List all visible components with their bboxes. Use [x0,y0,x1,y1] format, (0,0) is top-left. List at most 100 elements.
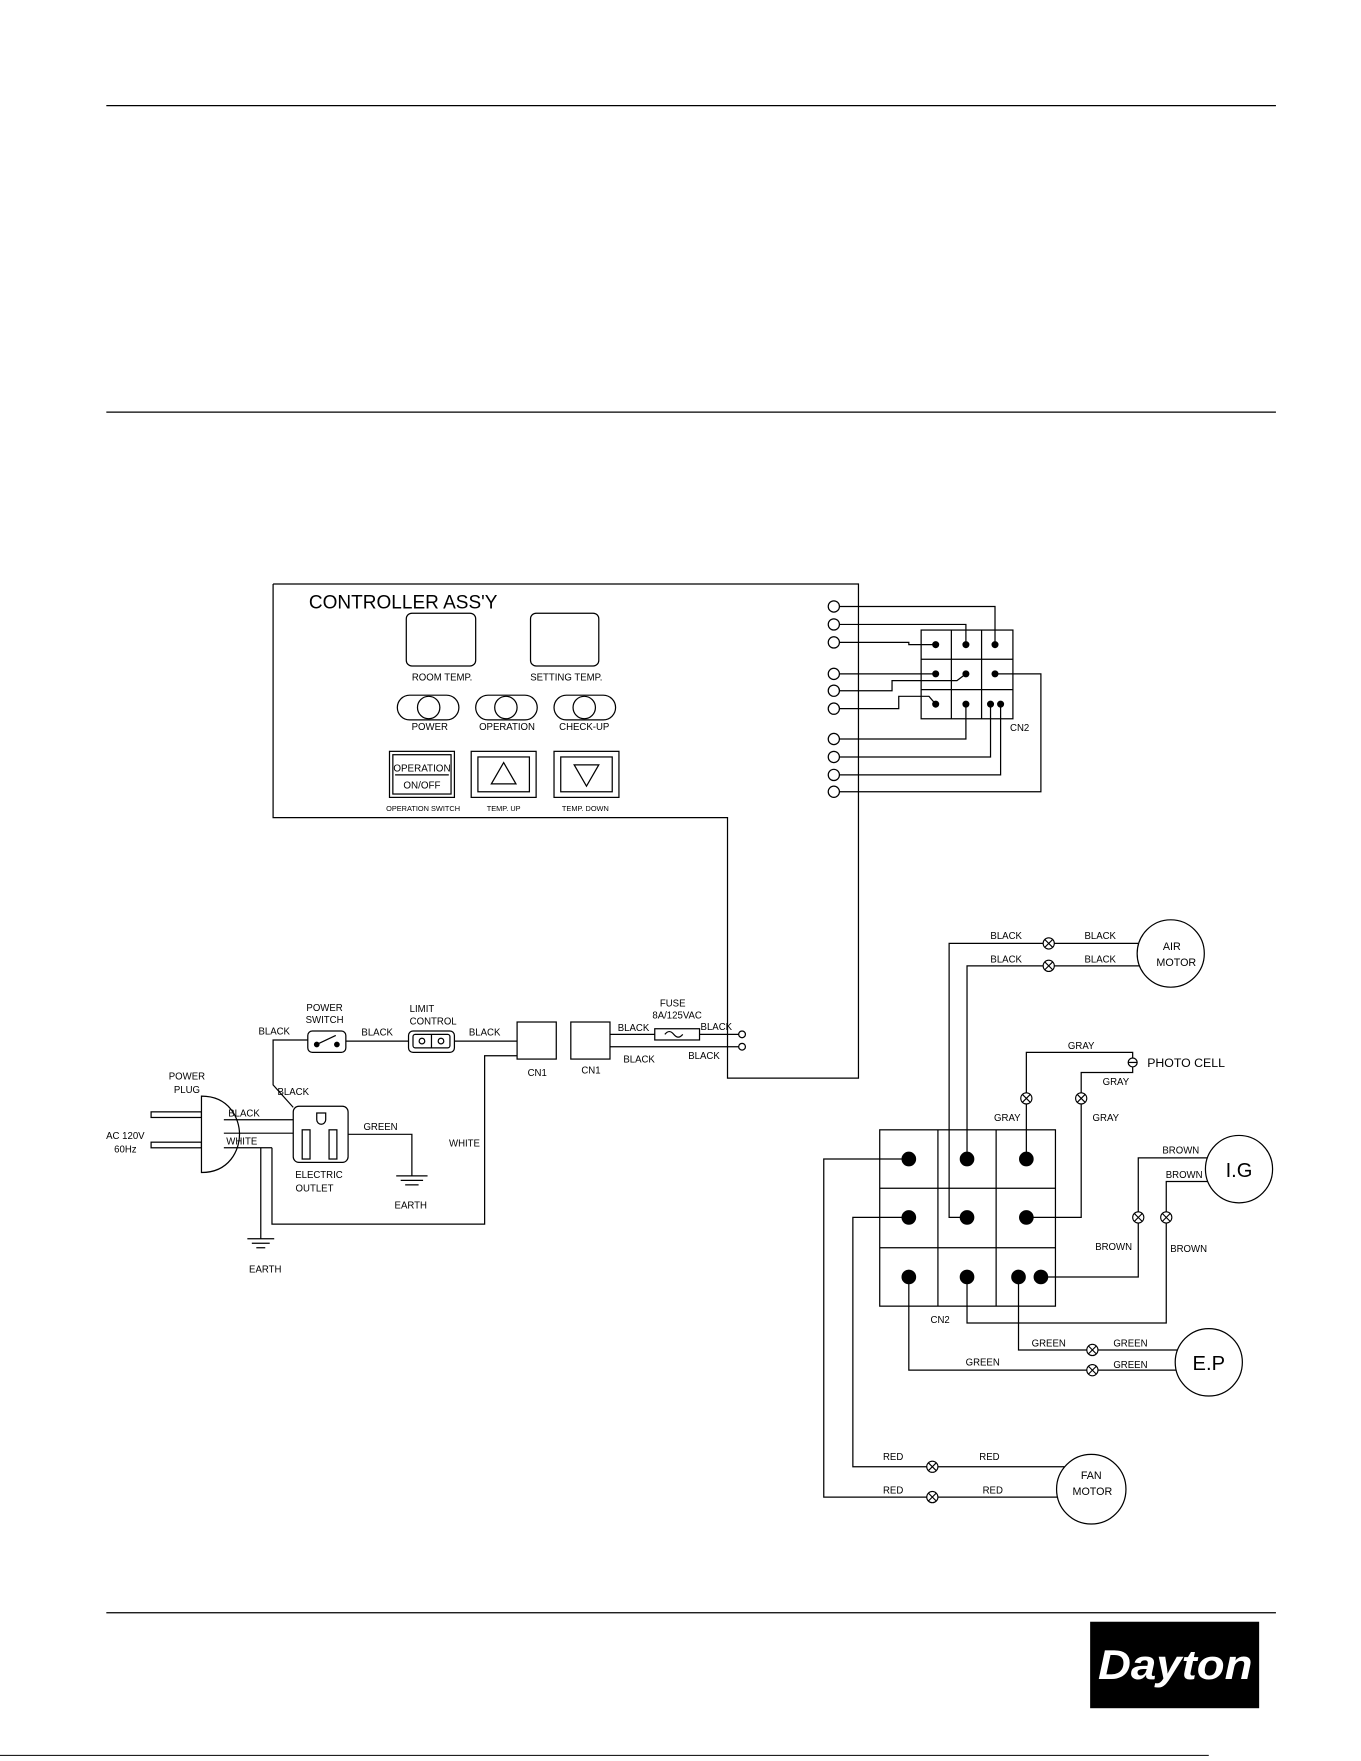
switch-to-limit-wire-label: BLACK [361,1027,393,1038]
controller-cn2-label: CN2 [1010,723,1029,734]
connector-pin [901,1269,917,1285]
power-led-label: POWER [412,722,448,733]
operation-switch-button [388,750,456,799]
connector-pin [962,641,970,649]
controller-wire-6 [839,695,937,710]
wire-splice-icon [1086,1363,1099,1377]
room-temp-display [405,612,477,667]
fan-motor-wire-label: RED [883,1452,903,1463]
limit-contact [437,1037,445,1045]
temp-down-face [560,756,613,793]
controller-wire-8 [839,704,992,758]
air-motor-wire-label: BLACK [1084,954,1116,965]
connector-pin [959,1269,975,1285]
limit-to-cn1-wire-label: BLACK [469,1027,501,1038]
ignitor [1204,1134,1274,1204]
controller-wire-9 [839,704,1002,776]
fan-motor-wire-label: RED [979,1452,999,1463]
controller-title: CONTROLLER ASS'Y [309,593,498,614]
outlet-slot [328,1129,338,1160]
connector-pin [901,1151,917,1167]
plug-earth-label: EARTH [249,1264,281,1275]
connector-pin [932,700,940,708]
ep-pump [1174,1327,1243,1397]
controller-terminal [827,732,841,746]
controller-power-terminal [738,1042,747,1051]
connector-pin [962,700,970,708]
wire-splice-icon [1086,1343,1099,1357]
controller-terminal [827,667,841,681]
ignitor-wire-2 [966,1180,1208,1324]
connector-pin [901,1210,917,1225]
limit-control-label-line1: LIMIT [410,1004,435,1015]
switch-lever-icon [316,1034,337,1046]
ignitor-wire-label: BROWN [1166,1170,1203,1181]
outlet-feed-wire [272,1039,308,1108]
cn1-socket-label: CN1 [581,1066,600,1077]
ep-wire-label: GREEN [1113,1339,1147,1350]
setting-temp-display [529,612,600,667]
photo-cell-wire-label: GRAY [1068,1041,1095,1052]
connector-pin [997,700,1005,708]
operation-switch-label: OPERATION SWITCH [386,804,460,813]
controller-wire-3 [839,641,936,646]
wire-splice-icon [1132,1211,1145,1224]
fuse-in-wire-label: BLACK [618,1023,650,1034]
fuse-label-line2: 8A/125VAC [652,1011,702,1022]
fan-motor-wire-label: RED [983,1486,1003,1497]
power-plug-body [200,1095,241,1174]
wire-splice-icon [1074,1092,1088,1105]
ignitor-wire-label: BROWN [1095,1242,1132,1253]
controller-assembly: CONTROLLER ASS'Y ROOM TEMP. SETTING TEMP… [272,583,1042,1079]
setting-temp-label: SETTING TEMP. [530,673,602,684]
ep-wire-label: GREEN [966,1358,1000,1369]
plug-prong [150,1141,203,1149]
temp-down-label: TEMP. DOWN [562,804,609,813]
connector-pin [1033,1269,1049,1285]
outlet-feed-wire-label: BLACK [277,1087,309,1098]
controller-terminal [827,684,841,697]
white-return-wire-label: WHITE [449,1139,480,1150]
connector-pin [959,1210,975,1225]
air-motor-wire-label: BLACK [1084,931,1116,942]
logo-background [1090,1621,1260,1709]
ep-label: E.P [1193,1353,1225,1375]
controller-wire-10 [839,673,1042,793]
ignitor-wire-label: BROWN [1162,1145,1199,1156]
ignitor-wire-label: BROWN [1170,1244,1207,1255]
power-plug-label-line1: POWER [169,1071,205,1082]
outlet-earth-label: EARTH [395,1200,427,1211]
air-motor-label-line2: MOTOR [1156,957,1196,969]
temp-up-button [470,750,537,799]
switch-contact [334,1041,340,1048]
ignitor-label: I.G [1226,1160,1253,1182]
operation-switch-text-line2: ON/OFF [403,780,440,791]
fan-motor-wire-1 [852,1216,1065,1468]
controller-wire-1 [839,605,996,645]
outlet-ground-wire [348,1133,413,1176]
air-motor-wire-label: BLACK [990,954,1022,965]
controller-terminal [827,785,841,799]
neutral-wire-label-2: BLACK [688,1051,720,1062]
photo-cell-wire-label: GRAY [1103,1077,1130,1088]
outlet-ground-wire-label: GREEN [363,1122,397,1133]
outlet-slot [301,1129,311,1160]
air-motor [1136,919,1205,988]
power-switch [307,1030,347,1053]
wire-splice-icon [1042,959,1055,973]
connector-pin [1019,1151,1034,1167]
white-return-wire [271,1055,518,1225]
connector-pin [959,1151,975,1167]
operation-switch-face [392,754,452,795]
supply-label-line1: AC 120V [106,1131,145,1142]
controller-terminal [827,618,841,631]
controller-cn2-connector: CN2 [920,629,1029,734]
connector-pin [1011,1269,1026,1285]
neutral-wire-label-1: BLACK [623,1054,655,1065]
operation-switch-text-line1: OPERATION [393,764,450,775]
photo-cell-wire-label: GRAY [1093,1113,1120,1124]
logo-text: Dayton [1098,1641,1252,1688]
fuse-label-line1: FUSE [660,998,686,1009]
wire-splice-icon [1160,1211,1173,1224]
